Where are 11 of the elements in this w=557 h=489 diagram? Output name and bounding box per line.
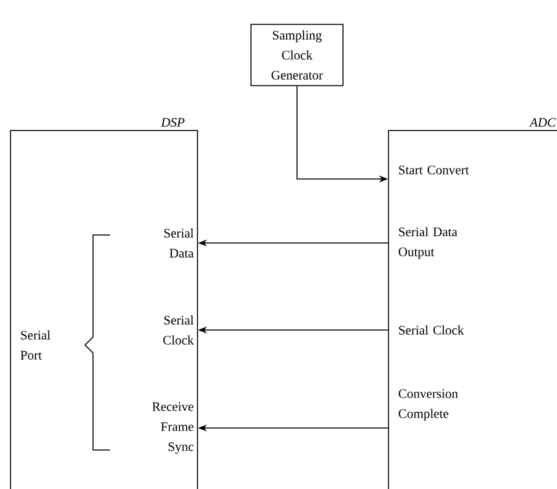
port-text: Serial Data [164, 228, 194, 258]
node-label: ADC [529, 118, 556, 127]
clock-generator-box: Sampling Clock Generator [250, 24, 344, 86]
pin-text: Conversion Complete [398, 389, 458, 421]
node-label: DSP [160, 118, 184, 127]
port-label: Serial Port [20, 330, 50, 360]
pin-text: Serial Clock [399, 325, 464, 335]
pin-text: Serial Data Output [398, 227, 458, 259]
port-text: Receive Frame Sync [152, 402, 194, 454]
port-text: Serial Clock [163, 315, 194, 345]
pin-text: Start Convert [399, 166, 469, 174]
